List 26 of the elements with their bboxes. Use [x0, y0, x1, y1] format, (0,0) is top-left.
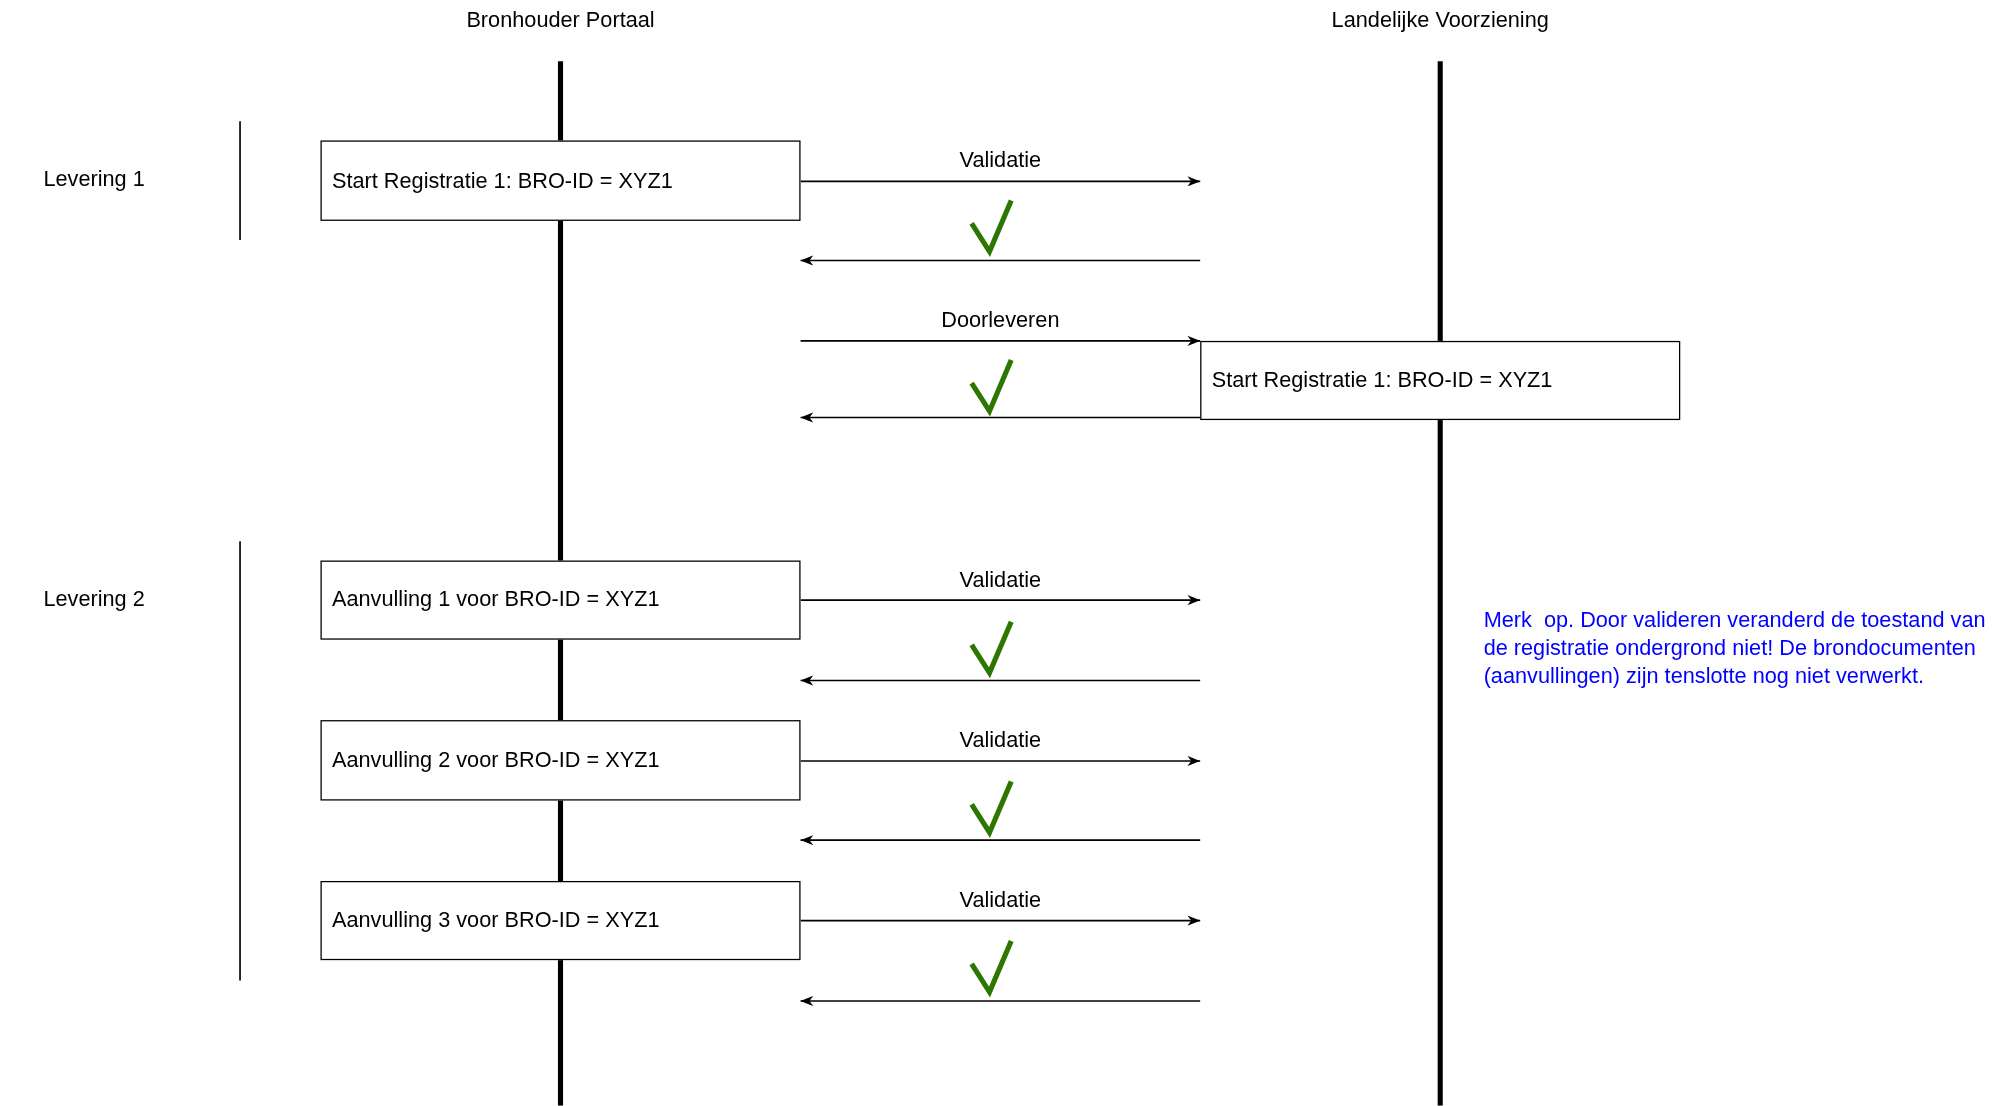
- edge-label: Validatie: [959, 727, 1042, 754]
- arrow: [799, 915, 1201, 926]
- process-box: [320, 881, 801, 961]
- group-label: Levering 2: [43, 587, 145, 613]
- arrow: [799, 755, 1201, 767]
- box-text: Aanvulling 1 voor BRO-ID = XYZ1: [331, 587, 660, 613]
- arrow: [799, 176, 1201, 187]
- group-label: Levering 1: [43, 167, 145, 193]
- process-box: [320, 140, 801, 221]
- edge-label: Validatie: [959, 568, 1042, 594]
- box-text: Aanvulling 3 voor BRO-ID = XYZ1: [331, 907, 660, 934]
- process-box: [320, 560, 801, 640]
- arrow: [799, 335, 1201, 346]
- box-text: Aanvulling 2 voor BRO-ID = XYZ1: [331, 747, 660, 774]
- arrow: [799, 412, 1201, 423]
- edge-label: Doorleveren: [941, 307, 1060, 334]
- process-box: [1200, 340, 1681, 421]
- arrow: [799, 595, 1201, 606]
- box-text: Start Registratie 1: BRO-ID = XYZ1: [331, 167, 673, 194]
- edge-label: Validatie: [959, 148, 1042, 174]
- lifeline-title: Bronhouder Portaal: [466, 7, 655, 34]
- edge-label: Validatie: [959, 887, 1042, 913]
- note-text: Merk op. Door valideren veranderd de toestand van de registratie ondergrond niet! De brondocumenten (aanvullingen) zijn tenslotte nog niet verwerkt.: [1483, 606, 1987, 691]
- lifeline-title: Landelijke Voorziening: [1331, 7, 1549, 34]
- process-box: [320, 720, 801, 801]
- box-text: Start Registratie 1: BRO-ID = XYZ1: [1211, 367, 1553, 394]
